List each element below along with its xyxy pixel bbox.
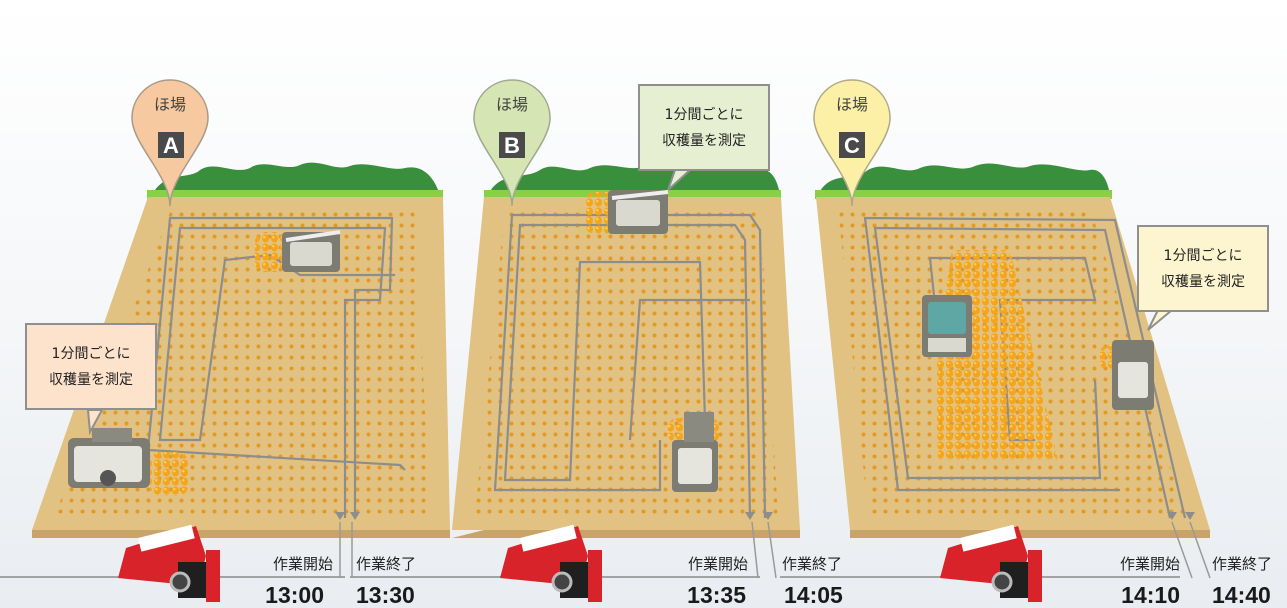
measurement-note-c: 1分間ごとに 収穫量を測定	[1137, 225, 1269, 312]
pin-label-a: ほ場	[154, 95, 186, 114]
note-line-2: 収穫量を測定	[49, 371, 133, 388]
red-harvester-icon	[940, 524, 1042, 602]
field-b	[452, 163, 800, 538]
pin-b: ほ場 B	[473, 79, 551, 207]
note-line-2: 収穫量を測定	[1161, 273, 1245, 290]
note-line-1: 1分間ごとに	[664, 106, 744, 123]
note-line-1: 1分間ごとに	[51, 345, 131, 362]
end-time-a: 13:30	[356, 582, 415, 608]
combine-harvester-a2	[68, 428, 150, 488]
measurement-note-b: 1分間ごとに 収穫量を測定	[638, 84, 770, 171]
start-label-c: 作業開始	[1120, 555, 1180, 573]
field-c	[815, 163, 1210, 538]
harvest-path-c	[873, 226, 1172, 519]
pin-a: ほ場 A	[131, 79, 209, 207]
crop-cluster	[255, 232, 285, 272]
combine-harvester-c2	[1112, 340, 1154, 410]
bushes-c	[818, 163, 1110, 195]
measurement-note-a: 1分間ごとに 収穫量を測定	[25, 323, 157, 410]
start-time-c: 14:10	[1121, 582, 1180, 608]
combine-harvester-a1	[282, 230, 341, 272]
pin-label-c: ほ場	[836, 95, 868, 114]
note-line-1: 1分間ごとに	[1163, 247, 1243, 264]
pin-letter-a: A	[163, 133, 179, 158]
combine-harvester-b1	[608, 190, 669, 234]
end-label-c: 作業終了	[1212, 555, 1272, 573]
note-line-2: 収穫量を測定	[662, 132, 746, 149]
end-label-a: 作業終了	[356, 555, 416, 573]
combine-harvester-c1	[922, 295, 972, 357]
start-time-a: 13:00	[265, 582, 324, 608]
end-time-b: 14:05	[784, 582, 843, 608]
end-label-b: 作業終了	[782, 555, 842, 573]
start-label-b: 作業開始	[688, 555, 748, 573]
bushes-b	[488, 163, 780, 195]
start-label-a: 作業開始	[273, 555, 333, 573]
pin-c: ほ場 C	[813, 79, 891, 207]
combine-harvester-b2	[672, 412, 718, 492]
pin-letter-c: C	[844, 133, 860, 158]
harvest-path-b	[503, 223, 752, 519]
end-time-c: 14:40	[1212, 582, 1271, 608]
start-time-b: 13:35	[687, 582, 746, 608]
red-harvester-icon	[500, 524, 602, 602]
field-a	[32, 162, 450, 538]
bushes-a	[152, 162, 440, 195]
pin-letter-b: B	[504, 133, 520, 158]
pin-label-b: ほ場	[496, 95, 528, 114]
red-harvester-icon	[118, 524, 220, 602]
